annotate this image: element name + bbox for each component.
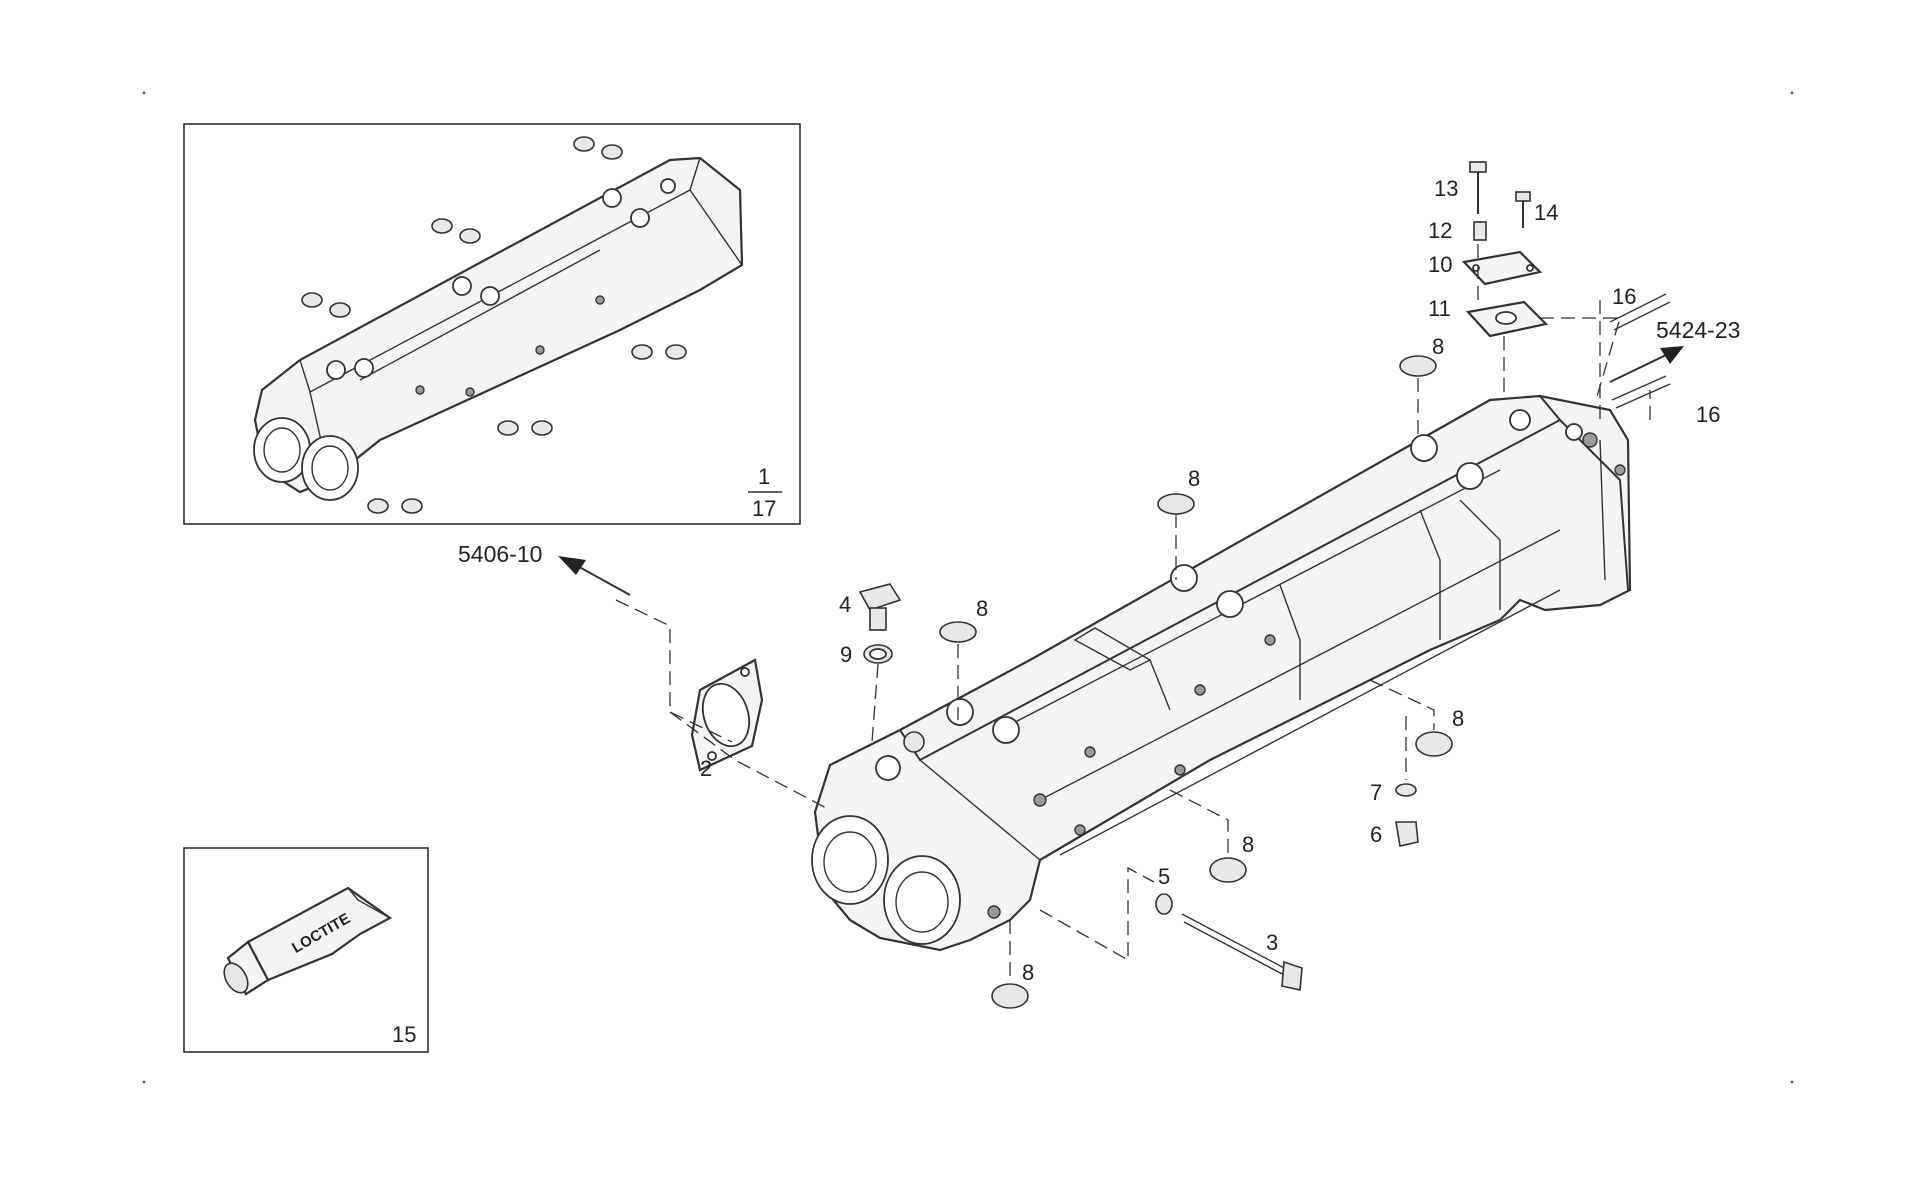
callout-8-c: 8 [1432,334,1444,359]
callout-8-e: 8 [1242,832,1254,857]
callout-8-f: 8 [1022,960,1034,985]
callout-10: 10 [1428,252,1452,277]
callout-8-d: 8 [1452,706,1464,731]
callout-16-a: 16 [1612,284,1636,309]
parts-hardware [858,161,1671,1009]
reference-arrows [558,346,1684,596]
explode-lines [615,244,1651,982]
gasket [690,658,764,772]
inset-item-count: 17 [752,496,776,521]
callout-labels: 2 3 4 5 6 7 8 8 8 8 8 8 9 10 11 12 13 14… [458,176,1740,985]
inset-item-number: 1 [758,464,770,489]
callout-7: 7 [1370,780,1382,805]
reference-right: 5424-23 [1656,317,1740,343]
inset-sealant-tube: LOCTITE 15 [183,847,429,1053]
callout-6: 6 [1370,822,1382,847]
callout-2: 2 [700,756,712,781]
callout-13: 13 [1434,176,1458,201]
callout-8-a: 8 [1188,466,1200,491]
callout-4: 4 [839,592,851,617]
callout-15: 15 [392,1022,416,1047]
inset-assembly-overview: 1 17 [183,123,801,525]
corner-marks [142,91,1794,1084]
callout-5: 5 [1158,864,1170,889]
callout-9: 9 [840,642,852,667]
callout-11: 11 [1428,296,1451,321]
callout-3: 3 [1266,930,1278,955]
callout-12: 12 [1428,218,1452,243]
exhaust-manifold [811,394,1632,952]
reference-left: 5406-10 [458,541,542,567]
callout-14: 14 [1534,200,1558,225]
callout-16-b: 16 [1696,402,1720,427]
callout-8-b: 8 [976,596,988,621]
